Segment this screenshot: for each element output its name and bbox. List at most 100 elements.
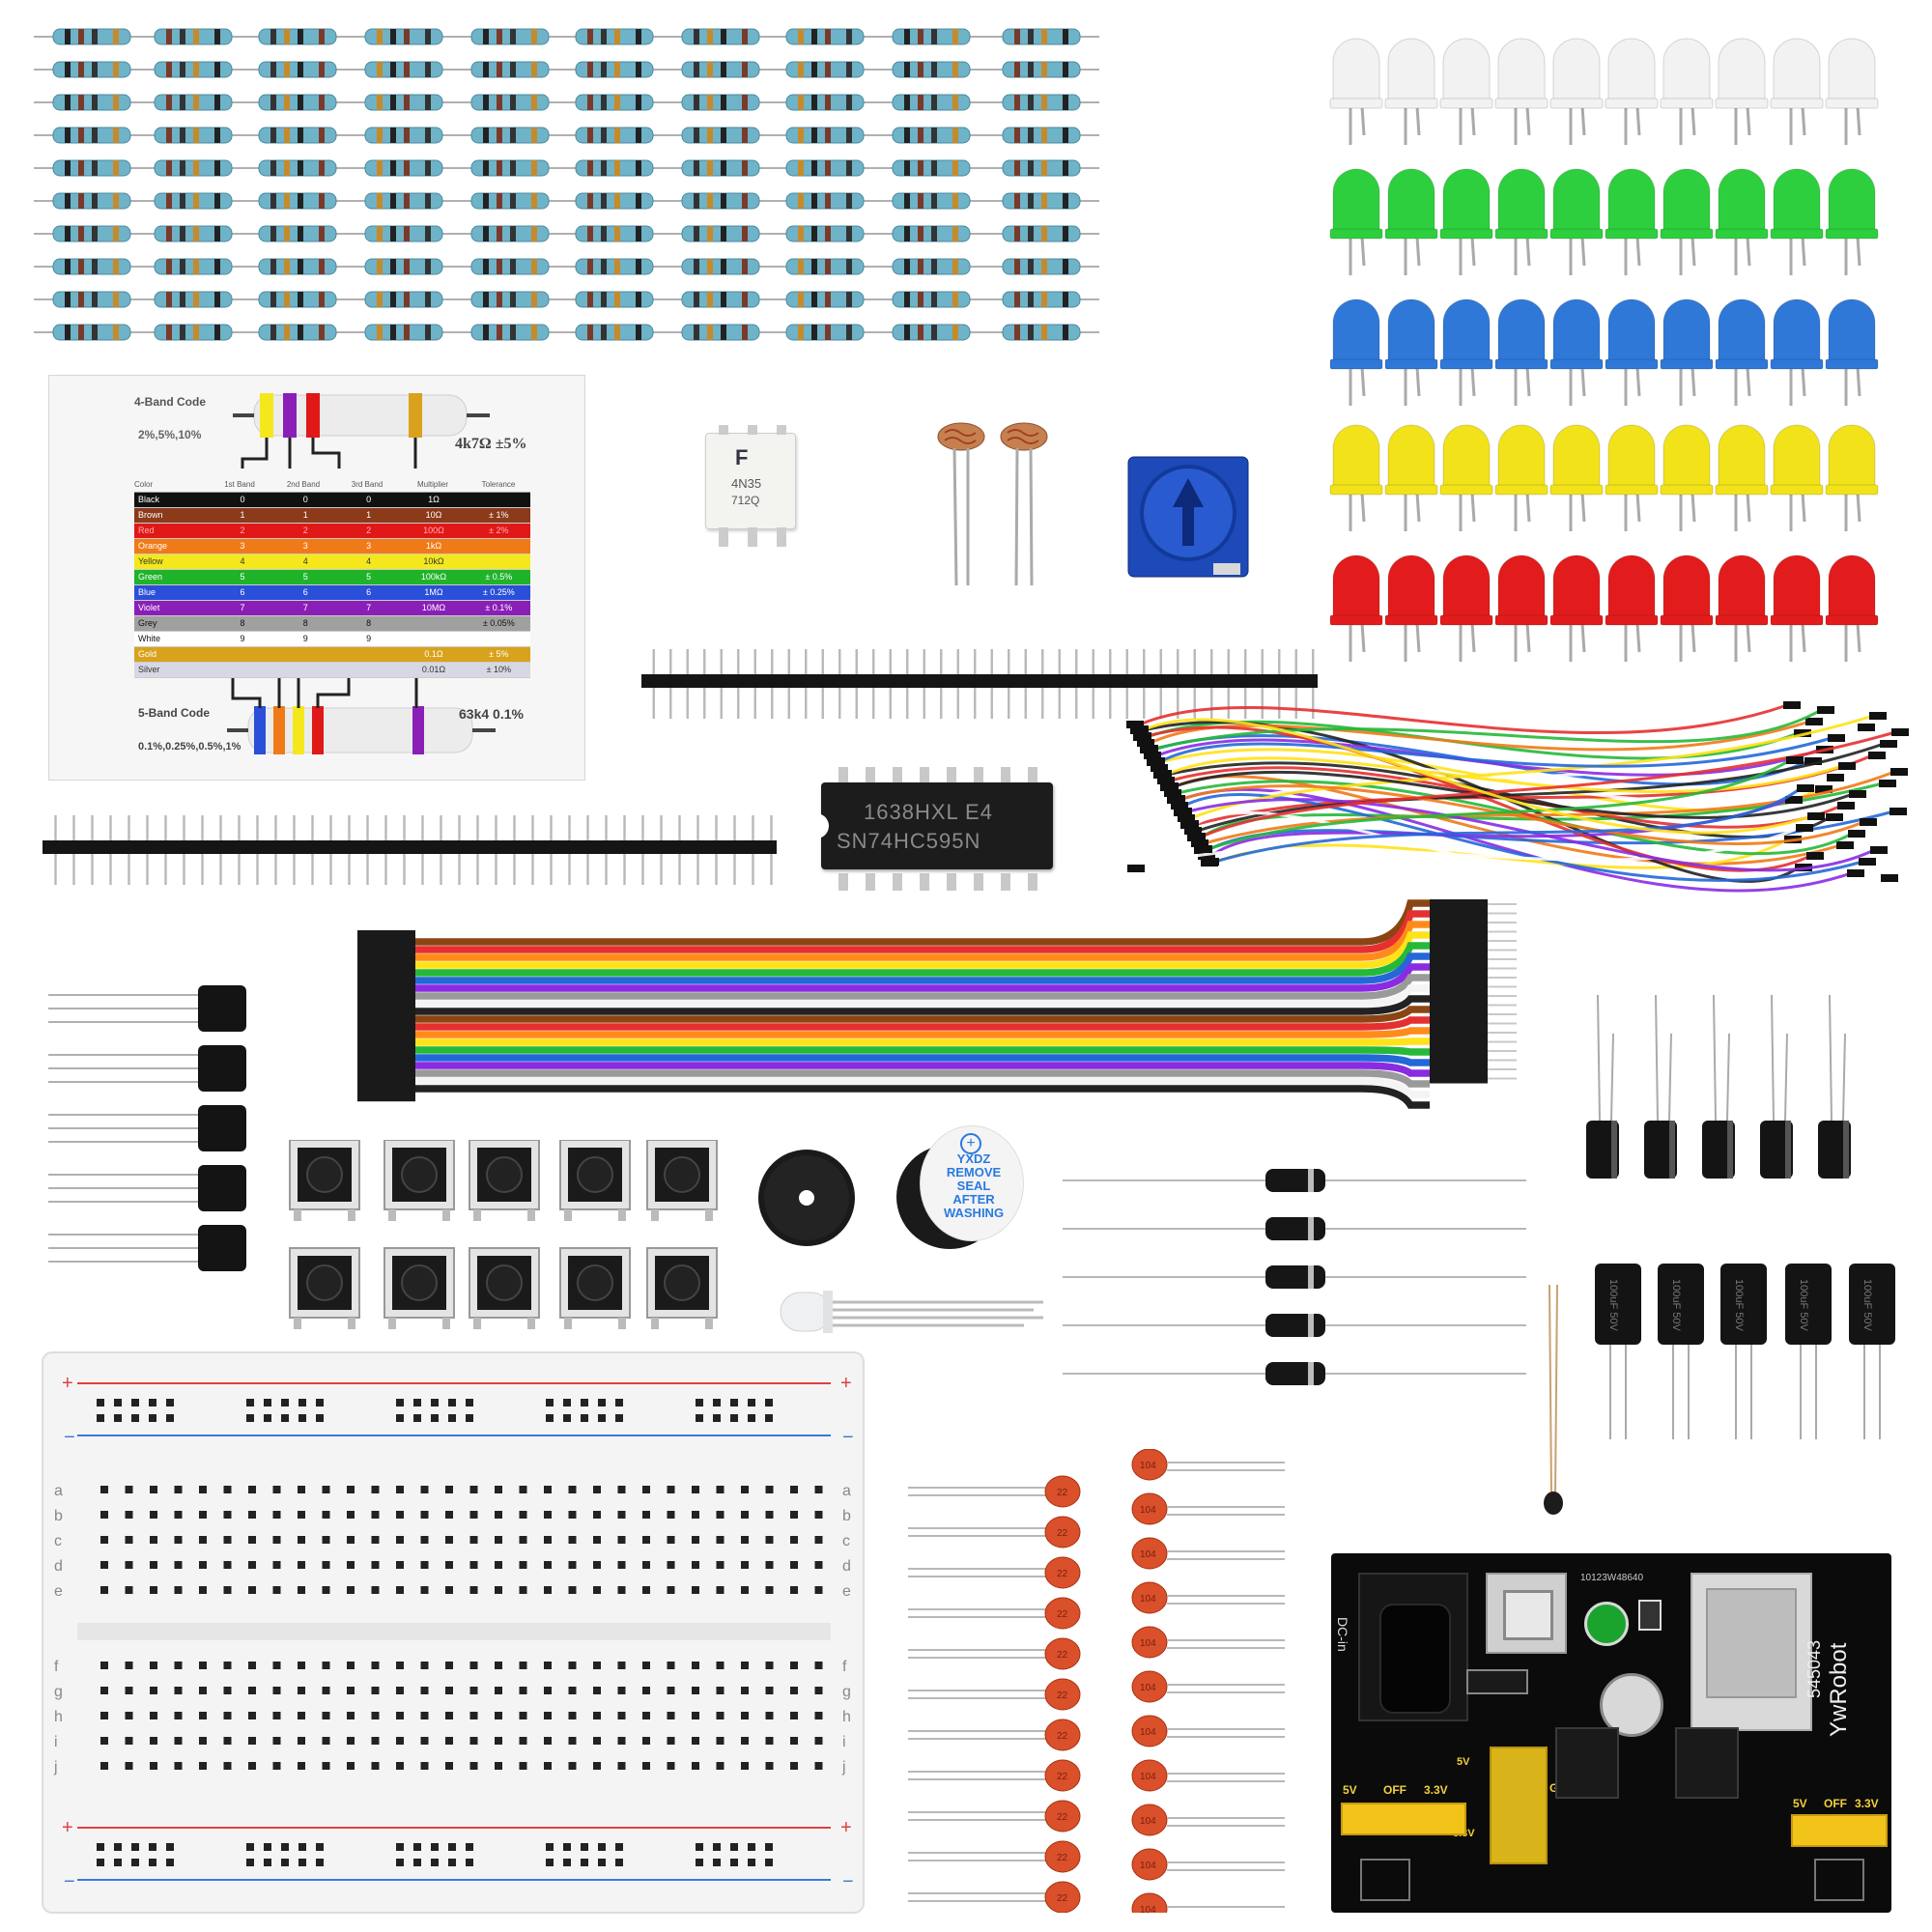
terminal-hole: [174, 1536, 183, 1544]
svg-text:22: 22: [1057, 1853, 1068, 1863]
dupont-female-housing: [357, 973, 415, 982]
terminal-hole: [199, 1511, 207, 1519]
dupont-male-housing: [1430, 945, 1488, 955]
terminal-hole: [544, 1486, 552, 1493]
terminal-hole: [741, 1712, 749, 1719]
dupont-male-housing: [1430, 908, 1488, 919]
terminal-hole: [445, 1762, 453, 1770]
ceramic-capacitor-22: 22: [908, 1800, 1081, 1833]
led: [1549, 38, 1604, 145]
jumper-end: [1849, 790, 1866, 798]
terminal-hole: [125, 1561, 133, 1569]
ribbon-wire: [415, 910, 1430, 953]
table-cell: ± 10%: [486, 665, 512, 674]
rail-hole: [316, 1859, 324, 1866]
diode: [1063, 1362, 1526, 1385]
jumper-end: [1836, 841, 1854, 849]
power-switch[interactable]: [1486, 1573, 1567, 1654]
led: [1715, 424, 1769, 531]
terminal-hole: [617, 1561, 626, 1569]
resistor: [983, 61, 1099, 78]
svg-text:22: 22: [1057, 1812, 1068, 1823]
terminal-hole: [568, 1662, 577, 1669]
five-band-tolerances: 0.1%,0.25%,0.5%,1%: [138, 741, 242, 753]
terminal-hole: [100, 1662, 108, 1669]
terminal-hole: [396, 1687, 404, 1694]
rail-hole: [748, 1399, 755, 1406]
terminal-hole: [814, 1486, 823, 1493]
terminal-hole: [396, 1712, 404, 1719]
terminal-hole: [593, 1586, 601, 1594]
left-rail-jumper[interactable]: [1341, 1803, 1466, 1835]
rail-hole: [149, 1399, 156, 1406]
led: [1825, 554, 1879, 662]
terminal-hole: [741, 1511, 749, 1519]
row-label: i: [54, 1734, 58, 1750]
rail-hole: [696, 1399, 703, 1406]
rail-hole: [316, 1399, 324, 1406]
table-cell: 100Ω: [423, 526, 444, 535]
table-cell: 8: [366, 618, 372, 628]
terminal-hole: [495, 1486, 502, 1493]
terminal-hole: [298, 1737, 305, 1745]
terminal-hole: [272, 1561, 281, 1569]
ceramic-capacitor-22: 22: [908, 1475, 1081, 1508]
jumper-end: [1148, 757, 1165, 765]
led: [1439, 168, 1493, 275]
rail-minus-label: −: [64, 1871, 75, 1892]
rail-hole: [615, 1414, 623, 1422]
table-cell: 8: [240, 618, 245, 628]
rail-hole: [166, 1843, 174, 1851]
terminal-hole: [519, 1762, 527, 1770]
led: [1494, 38, 1548, 145]
rail-hole: [396, 1843, 404, 1851]
resistor: [34, 28, 150, 45]
ic-pin: [920, 873, 929, 891]
resistor: [983, 94, 1099, 111]
terminal-hole: [100, 1586, 108, 1594]
terminal-hole: [371, 1687, 380, 1694]
rail-hole: [131, 1399, 139, 1406]
terminal-hole: [199, 1561, 207, 1569]
jumper-end: [1191, 839, 1208, 847]
terminal-hole: [396, 1762, 404, 1770]
jumper-end: [1188, 833, 1206, 840]
resistor: [452, 225, 568, 242]
resistor: [452, 127, 568, 144]
terminal-hole: [692, 1712, 699, 1719]
dupont-female-housing: [357, 1049, 415, 1060]
dupont-female-housing: [357, 1032, 415, 1042]
led: [1770, 554, 1824, 662]
led: [1494, 554, 1548, 662]
jumper-wire: [1204, 770, 1895, 845]
table-cell: ± 1%: [489, 510, 509, 520]
table-cell: Green: [138, 572, 163, 582]
resistor: [767, 127, 883, 144]
ceramic-capacitor-104: 104: [1131, 1581, 1285, 1614]
breadboard-power-module: DC-in 10123W48640 YwRobot 545043 5V 3.3V…: [1331, 1553, 1891, 1913]
dupont-male-housing: [1430, 973, 1488, 982]
terminal-hole: [445, 1687, 453, 1694]
row-label: a: [842, 1483, 851, 1499]
terminal-hole: [519, 1737, 527, 1745]
row-label: h: [842, 1709, 851, 1725]
terminal-hole: [544, 1586, 552, 1594]
tactile-button: [646, 1140, 718, 1221]
terminal-hole: [272, 1687, 281, 1694]
svg-text:104: 104: [1140, 1727, 1156, 1738]
terminal-hole: [568, 1737, 577, 1745]
terminal-hole: [347, 1762, 355, 1770]
resistor: [663, 28, 779, 45]
terminal-hole: [593, 1536, 601, 1544]
terminal-hole: [667, 1586, 675, 1594]
terminal-hole: [642, 1737, 650, 1745]
terminal-hole: [790, 1511, 798, 1519]
tactile-button: [384, 1247, 455, 1329]
rail-hole: [713, 1843, 721, 1851]
right-rail-jumper[interactable]: [1791, 1814, 1888, 1847]
row-label: c: [842, 1533, 850, 1549]
terminal-hole: [642, 1586, 650, 1594]
terminal-hole: [568, 1712, 577, 1719]
